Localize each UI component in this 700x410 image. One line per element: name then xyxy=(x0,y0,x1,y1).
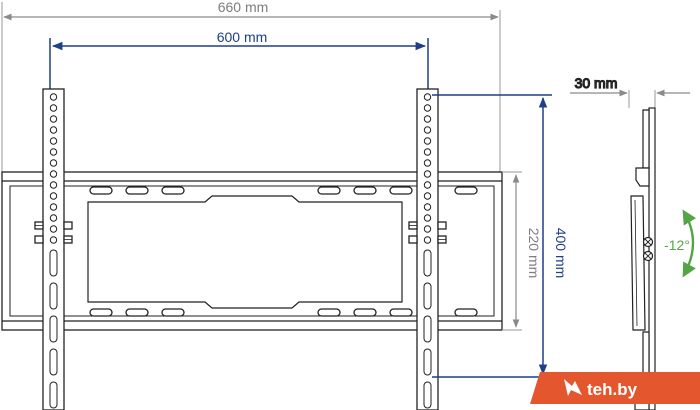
right-arm-clamp xyxy=(408,221,447,244)
plate-inner-border xyxy=(9,185,495,317)
slot xyxy=(161,186,185,195)
depth-label: 30 mm xyxy=(575,75,618,91)
vertical-spacing-dimension: 400 mm xyxy=(432,94,569,378)
horizontal-spacing-dimension: 600 mm xyxy=(49,29,429,92)
clamp-knob xyxy=(34,235,44,244)
clamp-knob xyxy=(437,221,447,230)
plate-slots-bottom xyxy=(89,308,478,317)
tilt-indicator: -12° xyxy=(664,209,697,278)
clamp-knob xyxy=(63,221,73,230)
slot xyxy=(454,308,478,317)
side-view: 30 mm xyxy=(570,74,690,410)
watermark-text: teh.by xyxy=(587,380,638,399)
slot xyxy=(389,186,413,195)
plate-height-dimension: 220 mm xyxy=(502,171,542,331)
slot xyxy=(353,308,377,317)
arm-inner-line xyxy=(634,199,638,327)
curved-double-arrow-icon xyxy=(682,209,697,278)
slot xyxy=(125,186,149,195)
plate-center-cutout xyxy=(87,195,403,309)
slot xyxy=(389,308,413,317)
vertical-spacing-label: 400 mm xyxy=(553,228,569,279)
plate-slots-top xyxy=(89,186,478,195)
horizontal-spacing-label: 600 mm xyxy=(217,29,268,45)
slot xyxy=(317,308,341,317)
overall-width-dimension: 660 mm xyxy=(1,0,501,172)
right-vertical-arm xyxy=(408,88,447,410)
clamp-knob xyxy=(408,235,418,244)
watermark: teh.by xyxy=(530,372,700,404)
tilt-knobs xyxy=(642,236,654,262)
left-arm-clamp xyxy=(34,221,73,244)
tilt-hinge-upper xyxy=(635,167,650,187)
left-vertical-arm xyxy=(34,88,73,410)
slot xyxy=(89,308,113,317)
tilted-arm-profile xyxy=(630,195,646,331)
slot xyxy=(317,186,341,195)
slot xyxy=(454,186,478,195)
tilt-angle-label: -12° xyxy=(664,237,690,253)
left-arm-holes xyxy=(49,93,58,409)
depth-dimension: 30 mm xyxy=(570,74,690,108)
right-arm-holes xyxy=(423,93,432,409)
overall-width-label: 660 mm xyxy=(218,0,269,15)
slot xyxy=(353,186,377,195)
slot xyxy=(161,308,185,317)
slot xyxy=(89,186,113,195)
top-bracket-profile xyxy=(642,109,650,169)
logo-icon xyxy=(564,379,582,396)
slot xyxy=(125,308,149,317)
plate-height-label: 220 mm xyxy=(526,228,542,279)
watermark-background xyxy=(530,372,700,404)
